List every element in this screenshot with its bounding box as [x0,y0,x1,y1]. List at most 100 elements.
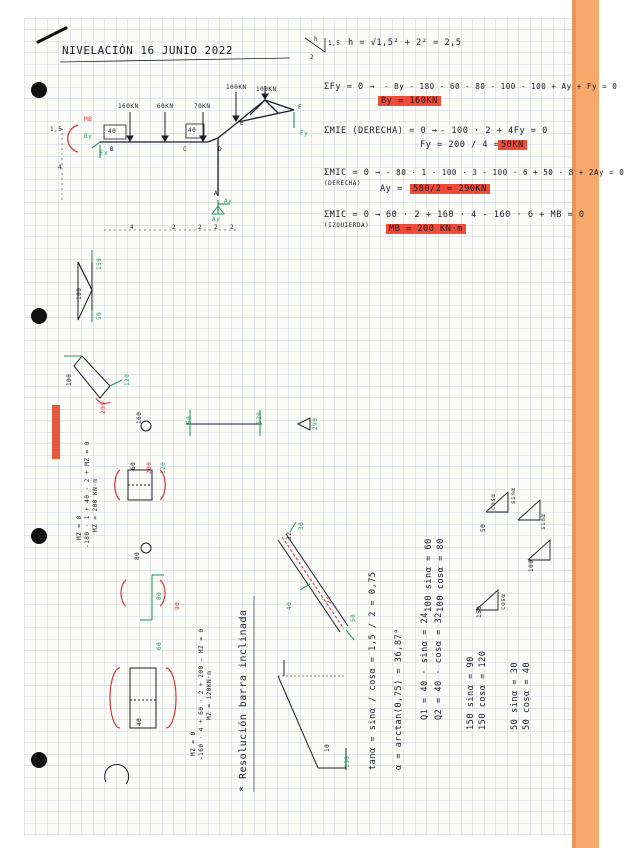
diagram-value: 40 [136,717,143,726]
diagram-value: 60 [156,641,163,650]
reaction-label: By [84,133,93,140]
equation-rhs: - By - 180 - 60 - 80 - 100 - 100 + Ay + … [384,82,618,91]
hyp-leg-h: h [314,36,319,43]
load-label: 160KN [118,103,139,110]
load-label: 70KN [194,103,211,110]
notebook-page: NIVELACIÓN 16 JUNIO 2022 h 1,5 2 h = √1,… [24,0,624,848]
dimension-label: 2 [172,224,177,231]
load-label: 100KN [226,84,247,91]
equation-rhs: 60 · 2 + 160 · 4 - 160 · 6 + MB = 0 [386,210,585,220]
bending-note: -160 · 4 + 60 · 2 + 200 - MZ = 0 [198,628,205,760]
triangle-label: sinα [510,487,517,504]
diagram-value: 290 [312,417,319,430]
node-label: E [240,120,245,127]
diagram-value: 150 [96,257,103,270]
diagram-value: 100 [66,373,73,386]
resolve-equation: 150 sinα = 90 [466,656,476,730]
q2-equation: Q2 = 40 · cosα = 32 [434,612,444,720]
equation-sub: (IZQUIERDA) [324,222,370,229]
notebook-edge [572,0,599,848]
hyp-leg-v: 1,5 [328,40,341,47]
binder-hole-icon [31,528,47,544]
node-label: D [218,146,223,153]
binder-hole-icon [31,752,47,768]
diagram-value: 50 [96,311,103,320]
triangle-label: sinα [540,513,547,530]
bending-note: MZ = 0 [190,731,197,756]
equation-lhs: ΣMIC = 0 → [324,210,381,220]
triangle-label: cosα [500,593,507,610]
triangle-label: cosα [490,493,497,510]
node-label: F [298,104,303,111]
diagram-value: 200 [100,401,107,414]
reaction-label: Fy [300,130,309,137]
load-label: 100KN [256,86,277,93]
diagram-value: 120 [160,461,167,474]
hyp-leg-base: 2 [310,54,315,61]
diagram-value: 50 [186,415,193,424]
bending-note: MZ = 120KN·m [206,670,213,720]
diagram-value: 80 [156,591,163,600]
page-title: NIVELACIÓN 16 JUNIO 2022 [62,44,233,57]
node-label: B [110,146,115,153]
node-label: C [183,146,188,153]
diagram-value: 50 [350,613,357,622]
dimension-label: 1,5 [50,126,63,133]
hyp-formula: h = √1,5² + 2² = 2,5 [348,38,462,48]
reaction-label: Fx [100,150,109,157]
member-value: 40 [188,127,197,134]
equation-result-prefix: Fy = 200 / 4 = [420,140,500,150]
node-label: A [214,190,219,197]
diagram-value: 24 [326,595,333,604]
dimension-label: 4 [130,224,135,231]
page-marker-tab [52,405,60,459]
equation-rhs: - 100 · 2 + 4Fy = 0 [440,126,548,136]
resolve-equation: 50 sinα = 30 [510,661,520,730]
moment-label: MB [84,116,93,123]
equation-result: 580/2 = 290KN [410,184,490,194]
dimension-label: 2 [214,224,219,231]
triangle-label: 50 [480,523,487,532]
grid-paper [24,18,572,836]
q1-equation: Q1 = 40 · sinα = 24 [420,612,430,720]
dimension-label: 2 [230,224,235,231]
diagram-value: 150 [344,755,351,768]
binder-hole-icon [31,82,47,98]
diagram-value: 120 [124,373,131,386]
bending-note: MZ = 200 KN·m [92,478,99,532]
equation-result-prefix: Ay = [380,184,403,194]
resolve-equation: 50 cosα = 40 [522,661,532,730]
reaction-label: Ay [212,216,221,223]
diagram-value: 100 [76,287,83,300]
bending-note: -180 · 1 + 40 · 2 + MZ = 0 [84,441,91,548]
equation-result: By = 160KN [378,96,441,106]
load-label: 60KN [157,103,174,110]
sketch-layer [36,26,551,792]
equation-rhs: - 80 · 1 - 100 · 3 - 100 · 6 + 50 · 8 + … [386,168,624,177]
equation-lhs: ΣMIE (DERECHA) = 0 → [324,126,438,136]
reaction-label: Ax [224,198,233,205]
diagram-value: 90 [174,601,181,610]
resolve-equation: 150 cosα = 120 [478,650,488,730]
binder-hole-icon [31,308,47,324]
section-heading: * Resolución barra inclinada [238,609,249,792]
member-value: 40 [108,128,117,135]
equation-sub: (DERECHA) [324,180,362,187]
diagram-value: 10 [324,743,331,752]
bending-note: MZ = 0 [76,515,83,540]
diagram-value: 160 [136,411,143,424]
diagram-value: 40 [286,601,293,610]
diagram-value: 32 [286,531,293,540]
diagram-value: 80 [134,551,141,560]
dimension-label: 4 [58,164,63,171]
equation-result: 50KN [498,140,527,150]
diagram-value: 60 [130,461,137,470]
diagram-value: 120 [256,411,263,424]
resolve-equation: 100 sinα = 60 [424,538,434,612]
triangle-label: 100 [528,559,535,572]
resolve-equation: 100 cosα = 80 [436,538,446,612]
triangle-label: 150 [476,605,483,618]
equation-result: MB = 200 KN·m [386,224,466,234]
equation-lhs: ΣMIC = 0 → [324,168,381,178]
alpha-equation: α = arctan(0,75) = 36,87° [394,628,404,770]
